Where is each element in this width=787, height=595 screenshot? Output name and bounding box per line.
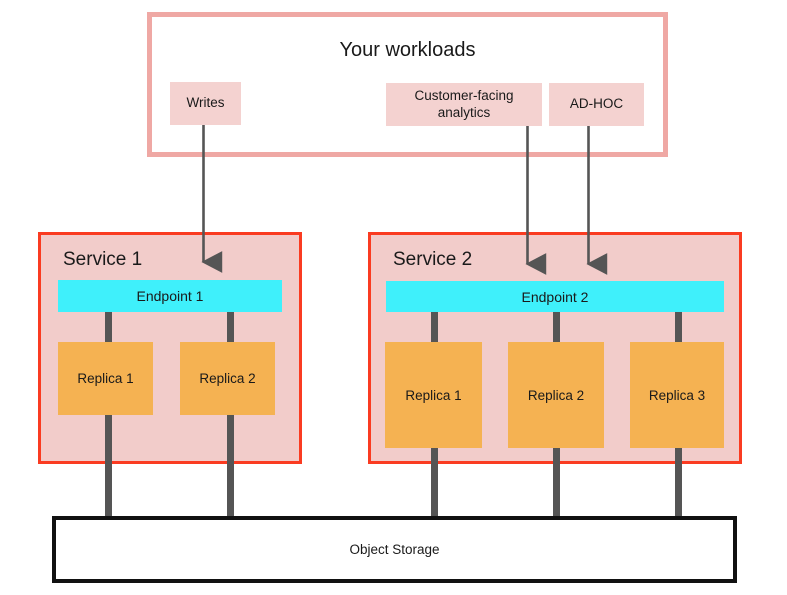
connector-endpoint2-replica1	[431, 310, 438, 346]
service-2-endpoint[interactable]: Endpoint 2	[386, 281, 724, 312]
service-1-title: Service 1	[63, 249, 143, 270]
connector-s2-replica1-storage	[431, 444, 438, 520]
workload-chip-customer-facing-analytics[interactable]: Customer-facing analytics	[386, 83, 542, 126]
connector-endpoint2-replica3	[675, 310, 682, 346]
service-1-endpoint[interactable]: Endpoint 1	[58, 280, 282, 312]
workload-chip-writes[interactable]: Writes	[170, 82, 241, 125]
object-storage-box[interactable]: Object Storage	[52, 516, 737, 583]
connector-s1-replica2-storage	[227, 412, 234, 520]
connector-endpoint1-replica2	[227, 310, 234, 346]
connector-endpoint2-replica2	[553, 310, 560, 346]
connector-endpoint1-replica1	[105, 310, 112, 346]
service-1-replica-2[interactable]: Replica 2	[180, 342, 275, 415]
service-2-replica-2[interactable]: Replica 2	[508, 342, 604, 448]
service-1-replica-1[interactable]: Replica 1	[58, 342, 153, 415]
connector-s2-replica2-storage	[553, 444, 560, 520]
connector-s2-replica3-storage	[675, 444, 682, 520]
workload-chip-ad-hoc[interactable]: AD-HOC	[549, 83, 644, 126]
service-2-title: Service 2	[393, 249, 473, 270]
connector-s1-replica1-storage	[105, 412, 112, 520]
service-2-replica-3[interactable]: Replica 3	[630, 342, 724, 448]
service-2-replica-1[interactable]: Replica 1	[385, 342, 482, 448]
workloads-title: Your workloads	[339, 39, 476, 61]
